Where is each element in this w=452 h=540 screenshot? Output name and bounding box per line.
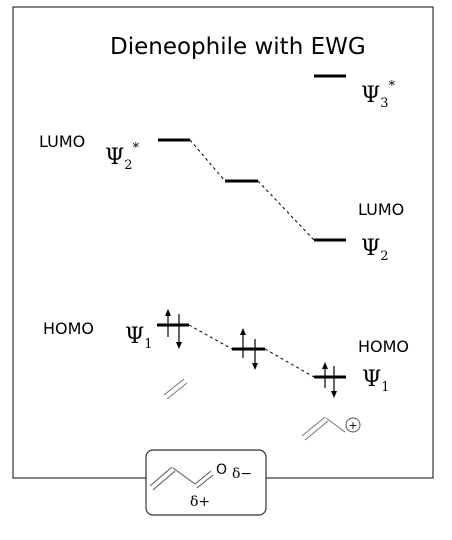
psi2-label: Ψ2 <box>361 236 389 264</box>
delta-plus-label: δ+ <box>190 494 210 510</box>
delta-minus-label: δ− <box>232 466 252 482</box>
lumo-correlation-right <box>257 180 315 241</box>
plus-charge-icon <box>345 417 361 433</box>
lumo-label-right: LUMO <box>358 200 404 219</box>
psi3-star-label: Ψ3* <box>361 79 396 111</box>
homo-label-right: HOMO <box>358 337 409 356</box>
acrolein-inset <box>145 449 267 516</box>
psi2-star-label: Ψ2* <box>105 141 140 173</box>
homo-correlation-left <box>188 324 233 350</box>
acrolein-structure <box>149 466 214 491</box>
diagram-title: Dieneophile with EWG <box>110 34 366 60</box>
svg-text:+: + <box>348 419 357 432</box>
lumo-label-left: LUMO <box>39 132 85 151</box>
psi1-left-electrons <box>165 309 182 349</box>
product-homo-electrons <box>240 328 258 370</box>
psi1-right-electrons <box>322 362 337 398</box>
homo-label-left: HOMO <box>43 319 94 338</box>
homo-correlation-right <box>264 348 315 378</box>
allyl-cation-structure: + <box>301 416 361 441</box>
psi1-left-label: Ψ1 <box>125 324 153 352</box>
acrolein-oxygen: O <box>216 462 227 478</box>
ethylene-structure <box>163 378 188 400</box>
lumo-correlation-left <box>189 139 226 182</box>
psi1-right-label: Ψ1 <box>362 367 390 395</box>
